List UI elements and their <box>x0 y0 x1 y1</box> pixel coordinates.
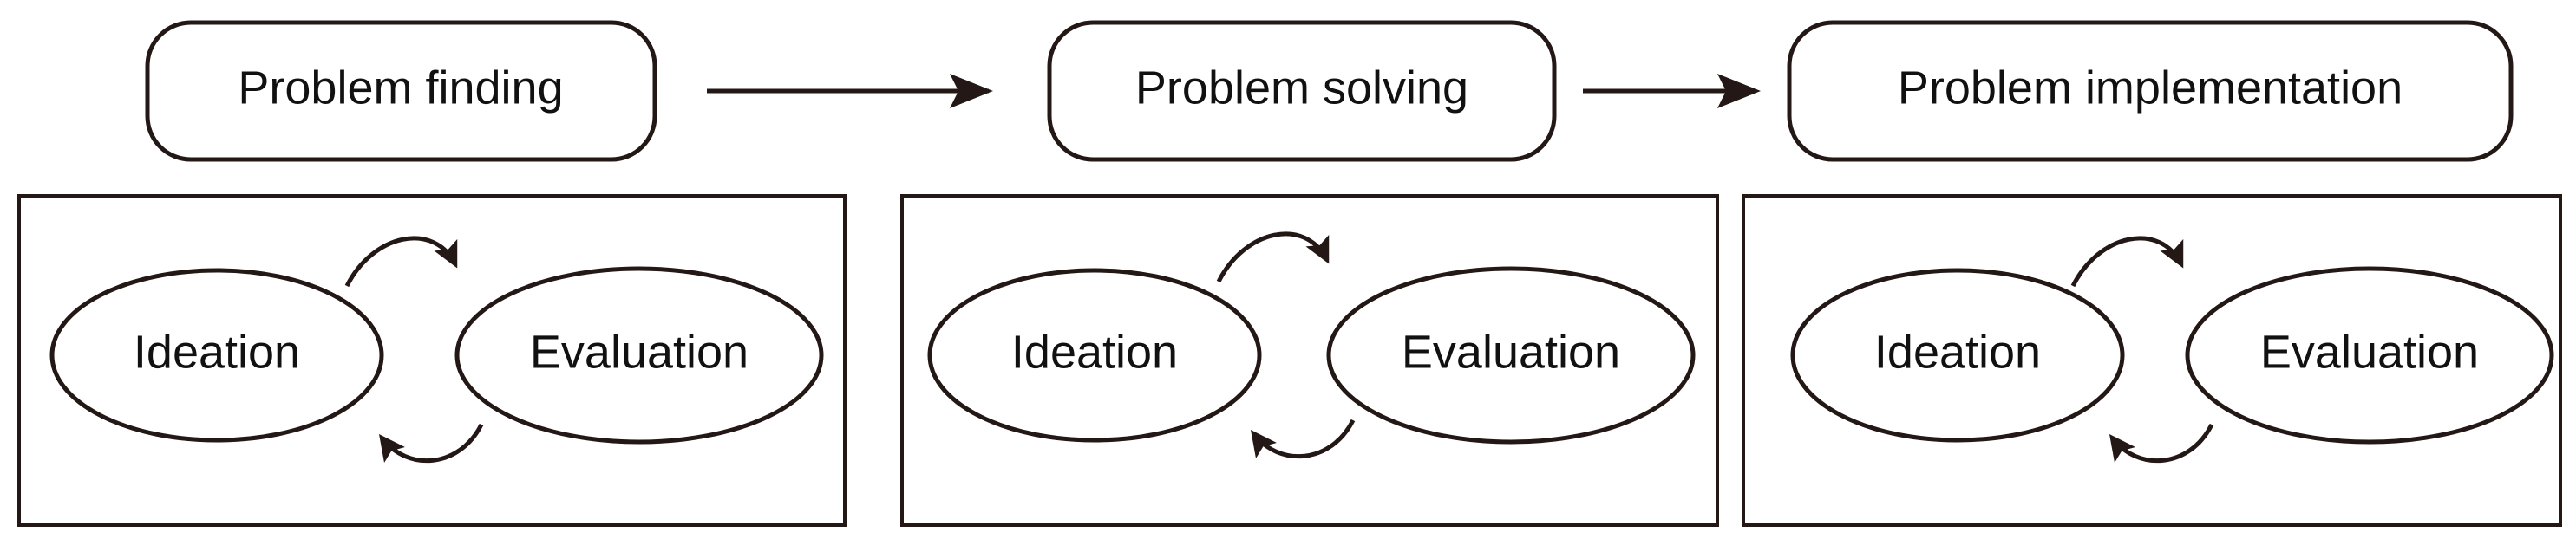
cycle-arrow-to-evaluation <box>1216 231 1330 283</box>
cycle-arrow-to-ideation <box>378 423 484 464</box>
evaluation-label: Evaluation <box>1402 326 1620 378</box>
ideation-label: Ideation <box>1011 326 1178 378</box>
cycle-panel-problem-finding: Ideation Evaluation <box>17 194 847 527</box>
cycle-panel-problem-solving: Ideation Evaluation <box>900 194 1719 527</box>
cycle-arrow-to-ideation <box>1250 419 1356 459</box>
ideation-node <box>927 268 1262 443</box>
ideation-label: Ideation <box>134 326 300 378</box>
stage-problem-finding: Problem finding <box>145 20 657 162</box>
stage-box <box>1047 20 1557 162</box>
ideation-label: Ideation <box>1874 326 2041 378</box>
cycle-arrow-to-evaluation <box>344 236 458 288</box>
stage-label: Problem finding <box>238 62 563 114</box>
stage-box <box>1787 20 2514 162</box>
ideation-node <box>49 268 384 443</box>
stage-box <box>145 20 657 162</box>
stage-label: Problem implementation <box>1898 62 2403 114</box>
evaluation-label: Evaluation <box>2260 326 2479 378</box>
ideation-node <box>1790 268 2125 443</box>
stage-problem-solving: Problem solving <box>1047 20 1557 162</box>
evaluation-node <box>454 266 824 445</box>
evaluation-node <box>1326 266 1696 445</box>
stage-label: Problem solving <box>1135 62 1468 114</box>
cycle-arrow-to-ideation <box>2109 423 2214 464</box>
evaluation-node <box>2185 266 2554 445</box>
cycle-panel-problem-implementation: Ideation Evaluation <box>1742 194 2562 527</box>
evaluation-label: Evaluation <box>530 326 749 378</box>
stage-problem-implementation: Problem implementation <box>1787 20 2514 162</box>
cycle-arrow-to-evaluation <box>2070 236 2184 288</box>
